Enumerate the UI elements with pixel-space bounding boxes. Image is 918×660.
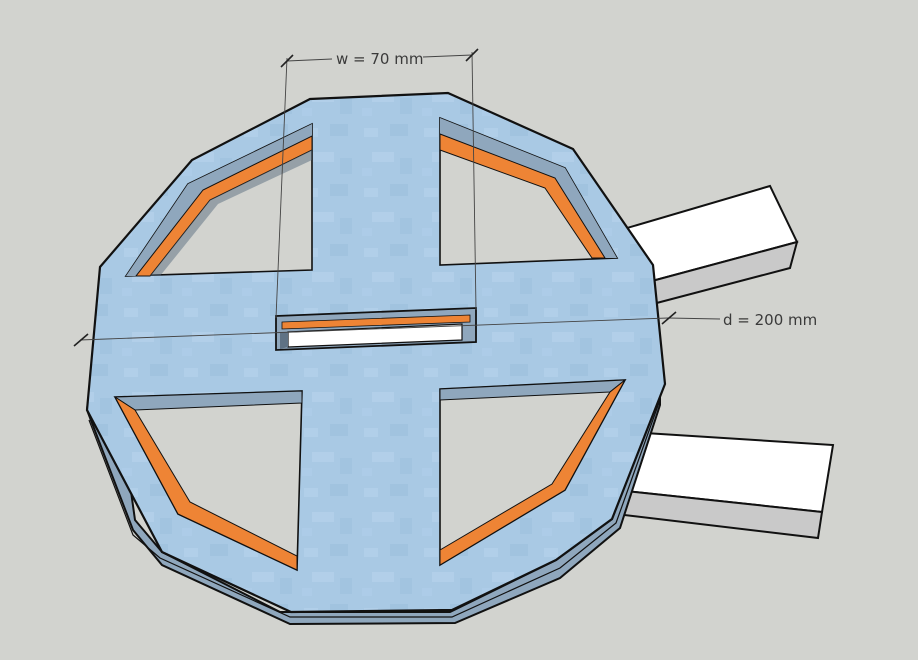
width-dimension: w = 70 mm (275, 48, 479, 319)
diameter-dimension: d = 200 mm (73, 311, 817, 347)
width-tick-left (280, 54, 294, 68)
window-upper-left (124, 122, 313, 277)
diameter-dimension-label: d = 200 mm (723, 311, 817, 329)
diameter-tick-right (661, 311, 677, 325)
window-lower-left (113, 390, 303, 572)
plate-top-face (85, 91, 667, 614)
window-lower-right (439, 379, 627, 567)
width-dimension-label: w = 70 mm (336, 50, 423, 68)
diameter-tick-left (73, 333, 89, 347)
window-upper-right (439, 116, 619, 266)
width-tick-right (465, 48, 479, 62)
